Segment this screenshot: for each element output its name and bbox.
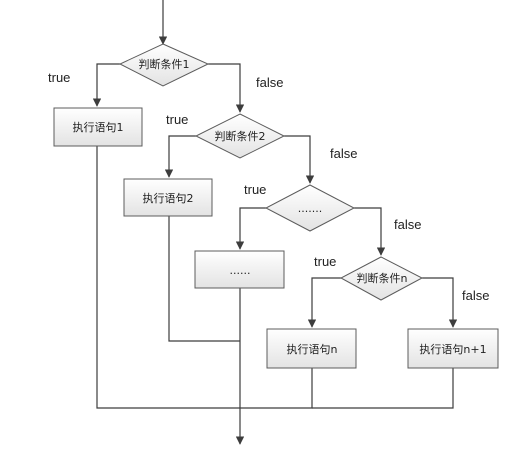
cond1-label: 判断条件1 <box>139 57 190 71</box>
statement-2: 执行语句2 <box>123 178 213 217</box>
cond2-false-line <box>284 135 315 184</box>
stmtn-exit-line <box>240 368 313 409</box>
statement-n-plus-1: 执行语句n+1 <box>407 328 499 369</box>
stmt2-exit-line <box>168 216 240 342</box>
statement-1-label: 执行语句1 <box>73 120 124 134</box>
stmt1-exit-line <box>96 146 240 409</box>
statement-3-label: ...... <box>230 264 251 277</box>
condn-false-label: false <box>462 288 489 303</box>
branch-labels: true false true false true false true fa… <box>48 70 489 303</box>
statement-2-label: 执行语句2 <box>143 191 194 205</box>
statement-1: 执行语句1 <box>53 107 143 147</box>
statement-3: ...... <box>194 250 285 289</box>
cond1-true-line <box>92 63 120 107</box>
cond3-false-line <box>354 207 386 256</box>
cond3-true-label: true <box>244 182 266 197</box>
condn-true-line <box>307 277 341 328</box>
cond3-false-label: false <box>394 217 421 232</box>
cond2-true-label: true <box>166 112 188 127</box>
statement-n: 执行语句n <box>266 328 357 369</box>
decision-condn: 判断条件n <box>339 256 424 301</box>
statement-n-plus-1-label: 执行语句n+1 <box>419 342 486 356</box>
cond1-false-line <box>208 63 245 113</box>
connectors <box>92 0 458 445</box>
condn-label: 判断条件n <box>357 271 408 285</box>
decision-cond1: 判断条件1 <box>118 43 210 87</box>
condn-false-line <box>422 277 458 328</box>
cond1-false-label: false <box>256 75 283 90</box>
decision-cond2: 判断条件2 <box>194 113 286 159</box>
statement-n-label: 执行语句n <box>287 342 338 356</box>
cond2-false-label: false <box>330 146 357 161</box>
condn-true-label: true <box>314 254 336 269</box>
cond2-label: 判断条件2 <box>215 129 266 143</box>
cond2-true-line <box>164 135 196 178</box>
decision-cond3: ....... <box>264 184 356 232</box>
cond3-label: ....... <box>298 202 322 215</box>
stmtn1-exit-line <box>312 368 454 409</box>
cond3-true-line <box>235 207 266 250</box>
cond1-true-label: true <box>48 70 70 85</box>
